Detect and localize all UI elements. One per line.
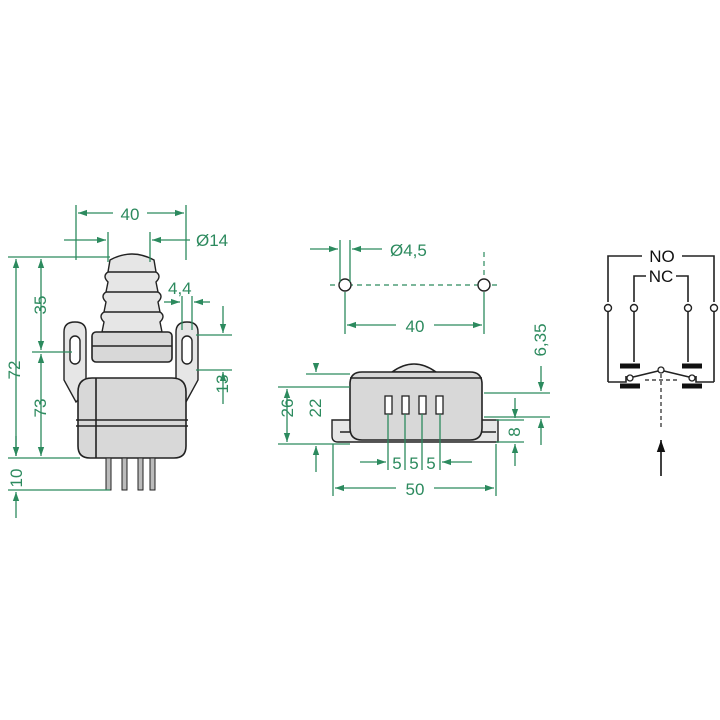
dim-50: 50 — [406, 480, 425, 499]
switch-front-view — [330, 278, 500, 443]
middle-dimension-labels: Ø4,5 40 6,35 26 22 8 5 5 5 50 — [278, 241, 550, 499]
dim-dia14: Ø14 — [196, 231, 228, 250]
dim-72: 72 — [5, 361, 24, 380]
schematic-labels: NO NC — [649, 247, 675, 286]
dim-5-a: 5 — [392, 454, 401, 473]
dim-dia4-5: Ø4,5 — [390, 241, 427, 260]
dim-73: 73 — [31, 399, 50, 418]
dim-10: 10 — [7, 469, 26, 488]
nc-label: NC — [649, 267, 674, 286]
left-dimension-labels: 40 Ø14 4,4 72 35 73 10 13 — [5, 205, 232, 487]
dim-35: 35 — [31, 296, 50, 315]
middle-dimensions — [278, 240, 550, 496]
dim-8: 8 — [505, 427, 524, 436]
dim-26: 26 — [278, 399, 297, 418]
dim-5-c: 5 — [426, 454, 435, 473]
contact-schematic — [603, 255, 719, 476]
left-dimensions — [8, 205, 232, 518]
dim-5-b: 5 — [409, 454, 418, 473]
dim-22: 22 — [306, 399, 325, 418]
switch-side-view — [63, 253, 199, 491]
dim-13: 13 — [213, 375, 232, 394]
dim-4-4: 4,4 — [168, 279, 192, 298]
no-label: NO — [649, 247, 675, 266]
dim-40-mid: 40 — [406, 317, 425, 336]
dim-6-35: 6,35 — [531, 323, 550, 356]
dim-40-top: 40 — [121, 205, 140, 224]
